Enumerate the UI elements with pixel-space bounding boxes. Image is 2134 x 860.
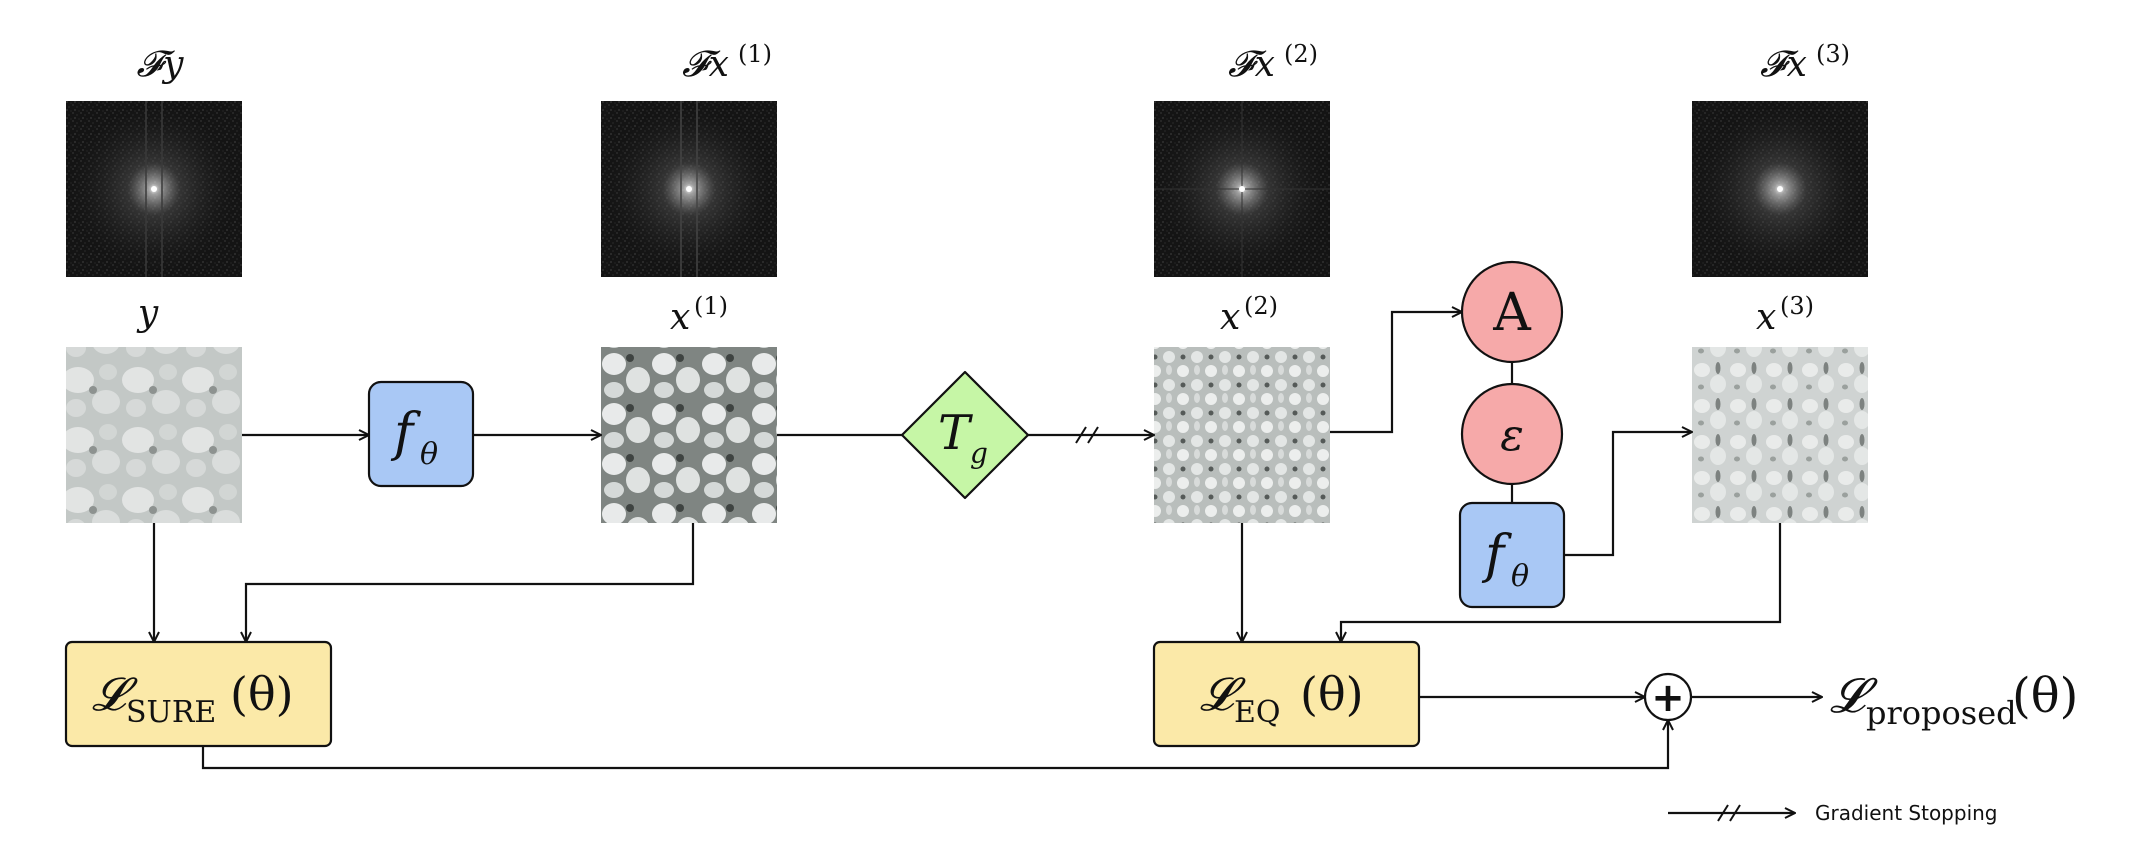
svg-text:(3): (3): [1780, 292, 1814, 320]
image-label-x1: x (1): [670, 292, 728, 338]
svg-text:(θ): (θ): [1300, 667, 1364, 721]
svg-text:x: x: [1756, 297, 1776, 338]
loss-sure-box: 𝓛 SURE (θ): [64, 640, 333, 748]
svg-text:(1): (1): [738, 40, 772, 68]
svg-text:A: A: [1492, 283, 1532, 343]
svg-text:ε: ε: [1500, 410, 1524, 461]
epsilon-node: ε: [1460, 382, 1564, 486]
legend-label: Gradient Stopping: [1815, 801, 1998, 825]
svg-text:(1): (1): [694, 292, 728, 320]
svg-text:(3): (3): [1816, 40, 1850, 68]
spectrum-label-fx3: 𝓕x (3): [1760, 40, 1850, 85]
image-label-y: y: [136, 293, 159, 334]
svg-text:x: x: [1220, 297, 1240, 338]
spectrum-image-fx1: [601, 101, 777, 277]
spectrum-image-fy: [66, 101, 242, 277]
svg-text:proposed: proposed: [1866, 694, 2017, 732]
image-x1: [601, 347, 777, 523]
t-g-node: T g: [900, 370, 1030, 500]
svg-text:(2): (2): [1284, 40, 1318, 68]
svg-text:θ: θ: [1511, 559, 1529, 594]
image-label-x2: x (2): [1220, 292, 1278, 338]
spectrum-image-fx2: [1154, 101, 1330, 277]
svg-text:(θ): (θ): [2012, 668, 2078, 724]
image-x3: [1692, 347, 1868, 523]
svg-text:x: x: [670, 297, 690, 338]
connector-lines: [154, 312, 1822, 770]
gradient-stop-mark: [1075, 426, 1099, 444]
sum-node: +: [1643, 672, 1693, 722]
svg-text:(2): (2): [1244, 292, 1278, 320]
svg-text:𝓕x: 𝓕x: [682, 44, 729, 85]
svg-text:+: +: [1651, 675, 1685, 721]
legend-gradient-stopping: Gradient Stopping: [1668, 801, 1998, 825]
svg-text:𝓕x: 𝓕x: [1228, 44, 1275, 85]
f-theta-node-2: f θ: [1458, 501, 1566, 609]
image-label-x3: x (3): [1756, 292, 1814, 338]
a-node: A: [1460, 260, 1564, 364]
svg-text:(θ): (θ): [230, 667, 294, 721]
spectrum-label-fx2: 𝓕x (2): [1228, 40, 1318, 85]
spectrum-label-fx1: 𝓕x (1): [682, 40, 772, 85]
loss-proposed-label: 𝓛 proposed (θ): [1830, 668, 2078, 732]
spectrum-label-fy: 𝓕y: [137, 44, 185, 85]
svg-text:T: T: [938, 405, 973, 461]
svg-text:g: g: [970, 437, 988, 470]
loss-eq-box: 𝓛 EQ (θ): [1152, 640, 1421, 748]
image-x2: [1154, 347, 1330, 523]
svg-text:EQ: EQ: [1234, 695, 1281, 730]
f-theta-node-1: f θ: [367, 380, 475, 488]
spectrum-image-fx3: [1692, 101, 1868, 277]
svg-text:𝓕x: 𝓕x: [1760, 44, 1807, 85]
svg-text:θ: θ: [420, 437, 438, 472]
svg-text:SURE: SURE: [126, 695, 216, 730]
image-y: [66, 347, 242, 523]
